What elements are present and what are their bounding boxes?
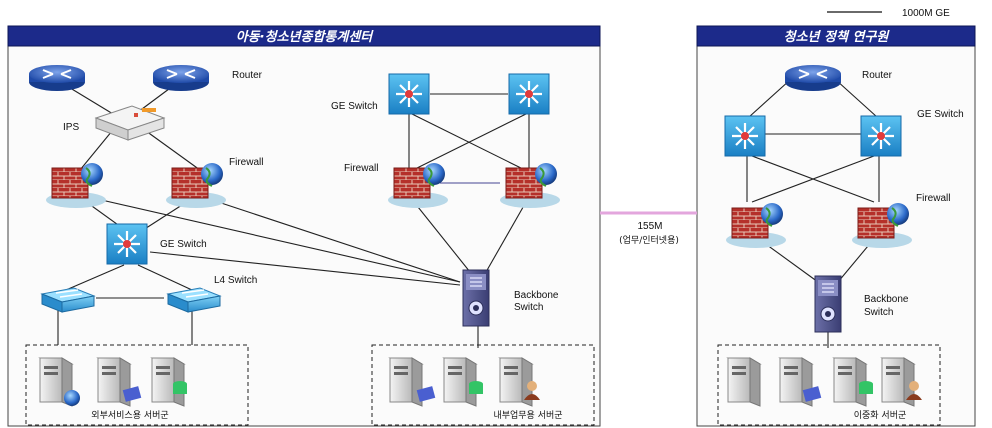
right-firewall-label: Firewall (916, 193, 950, 204)
left-panel-title: 아동·청소년종합통계센터 (236, 29, 375, 45)
backbone-label-line1: Backbone (514, 290, 559, 301)
user-icon (909, 381, 919, 391)
card-icon (122, 386, 142, 402)
server-icon (389, 357, 423, 407)
backbone-switch-icon (814, 275, 842, 333)
right-ge-switch-label: GE Switch (917, 109, 964, 120)
right-panel-title: 청소년 정책 연구원 (784, 29, 891, 45)
external-server-group-box (25, 344, 249, 426)
core-firewall-label: Firewall (344, 163, 378, 174)
ge-switch-icon (105, 222, 149, 266)
external-server-group-label: 외부서비스용 서버군 (91, 409, 168, 421)
router-label: Router (232, 70, 263, 81)
l4-switch-label: L4 Switch (214, 275, 257, 286)
backbone-switch-icon (462, 269, 490, 327)
user-icon (527, 381, 537, 391)
server-icon (727, 357, 761, 407)
right-router-label: Router (862, 70, 893, 81)
router-icon (784, 64, 842, 92)
wan-speed: 155M (637, 221, 662, 232)
globe-icon (64, 390, 80, 406)
redundant-server-group-box (717, 344, 941, 426)
internal-server-group-label: 내부업무용 서버군 (493, 410, 562, 421)
right-backbone-label-line2: Switch (864, 307, 893, 318)
wan-purpose: (업무/인터넷용) (619, 235, 679, 246)
card-icon (802, 386, 822, 402)
legend-label: 1000M GE (902, 8, 950, 19)
right-backbone-label-line1: Backbone (864, 294, 909, 305)
ips-label: IPS (63, 122, 79, 133)
ge-switch-icon (859, 114, 903, 158)
backbone-label-line2: Switch (514, 302, 543, 313)
router-icon (28, 64, 86, 92)
router-icon (152, 64, 210, 92)
internal-server-group-box (371, 344, 595, 426)
left-panel-header (7, 25, 601, 47)
firewall-label: Firewall (229, 157, 263, 168)
ge-switch-icon (723, 114, 767, 158)
right-panel-header (696, 25, 976, 47)
core-ge-switch-label: GE Switch (331, 101, 378, 112)
redundant-server-group-label: 이중화 서버군 (854, 410, 907, 421)
ge-switch-label: GE Switch (160, 239, 207, 250)
ge-switch-icon (507, 72, 551, 116)
card-icon (416, 386, 436, 402)
ge-switch-icon (387, 72, 431, 116)
